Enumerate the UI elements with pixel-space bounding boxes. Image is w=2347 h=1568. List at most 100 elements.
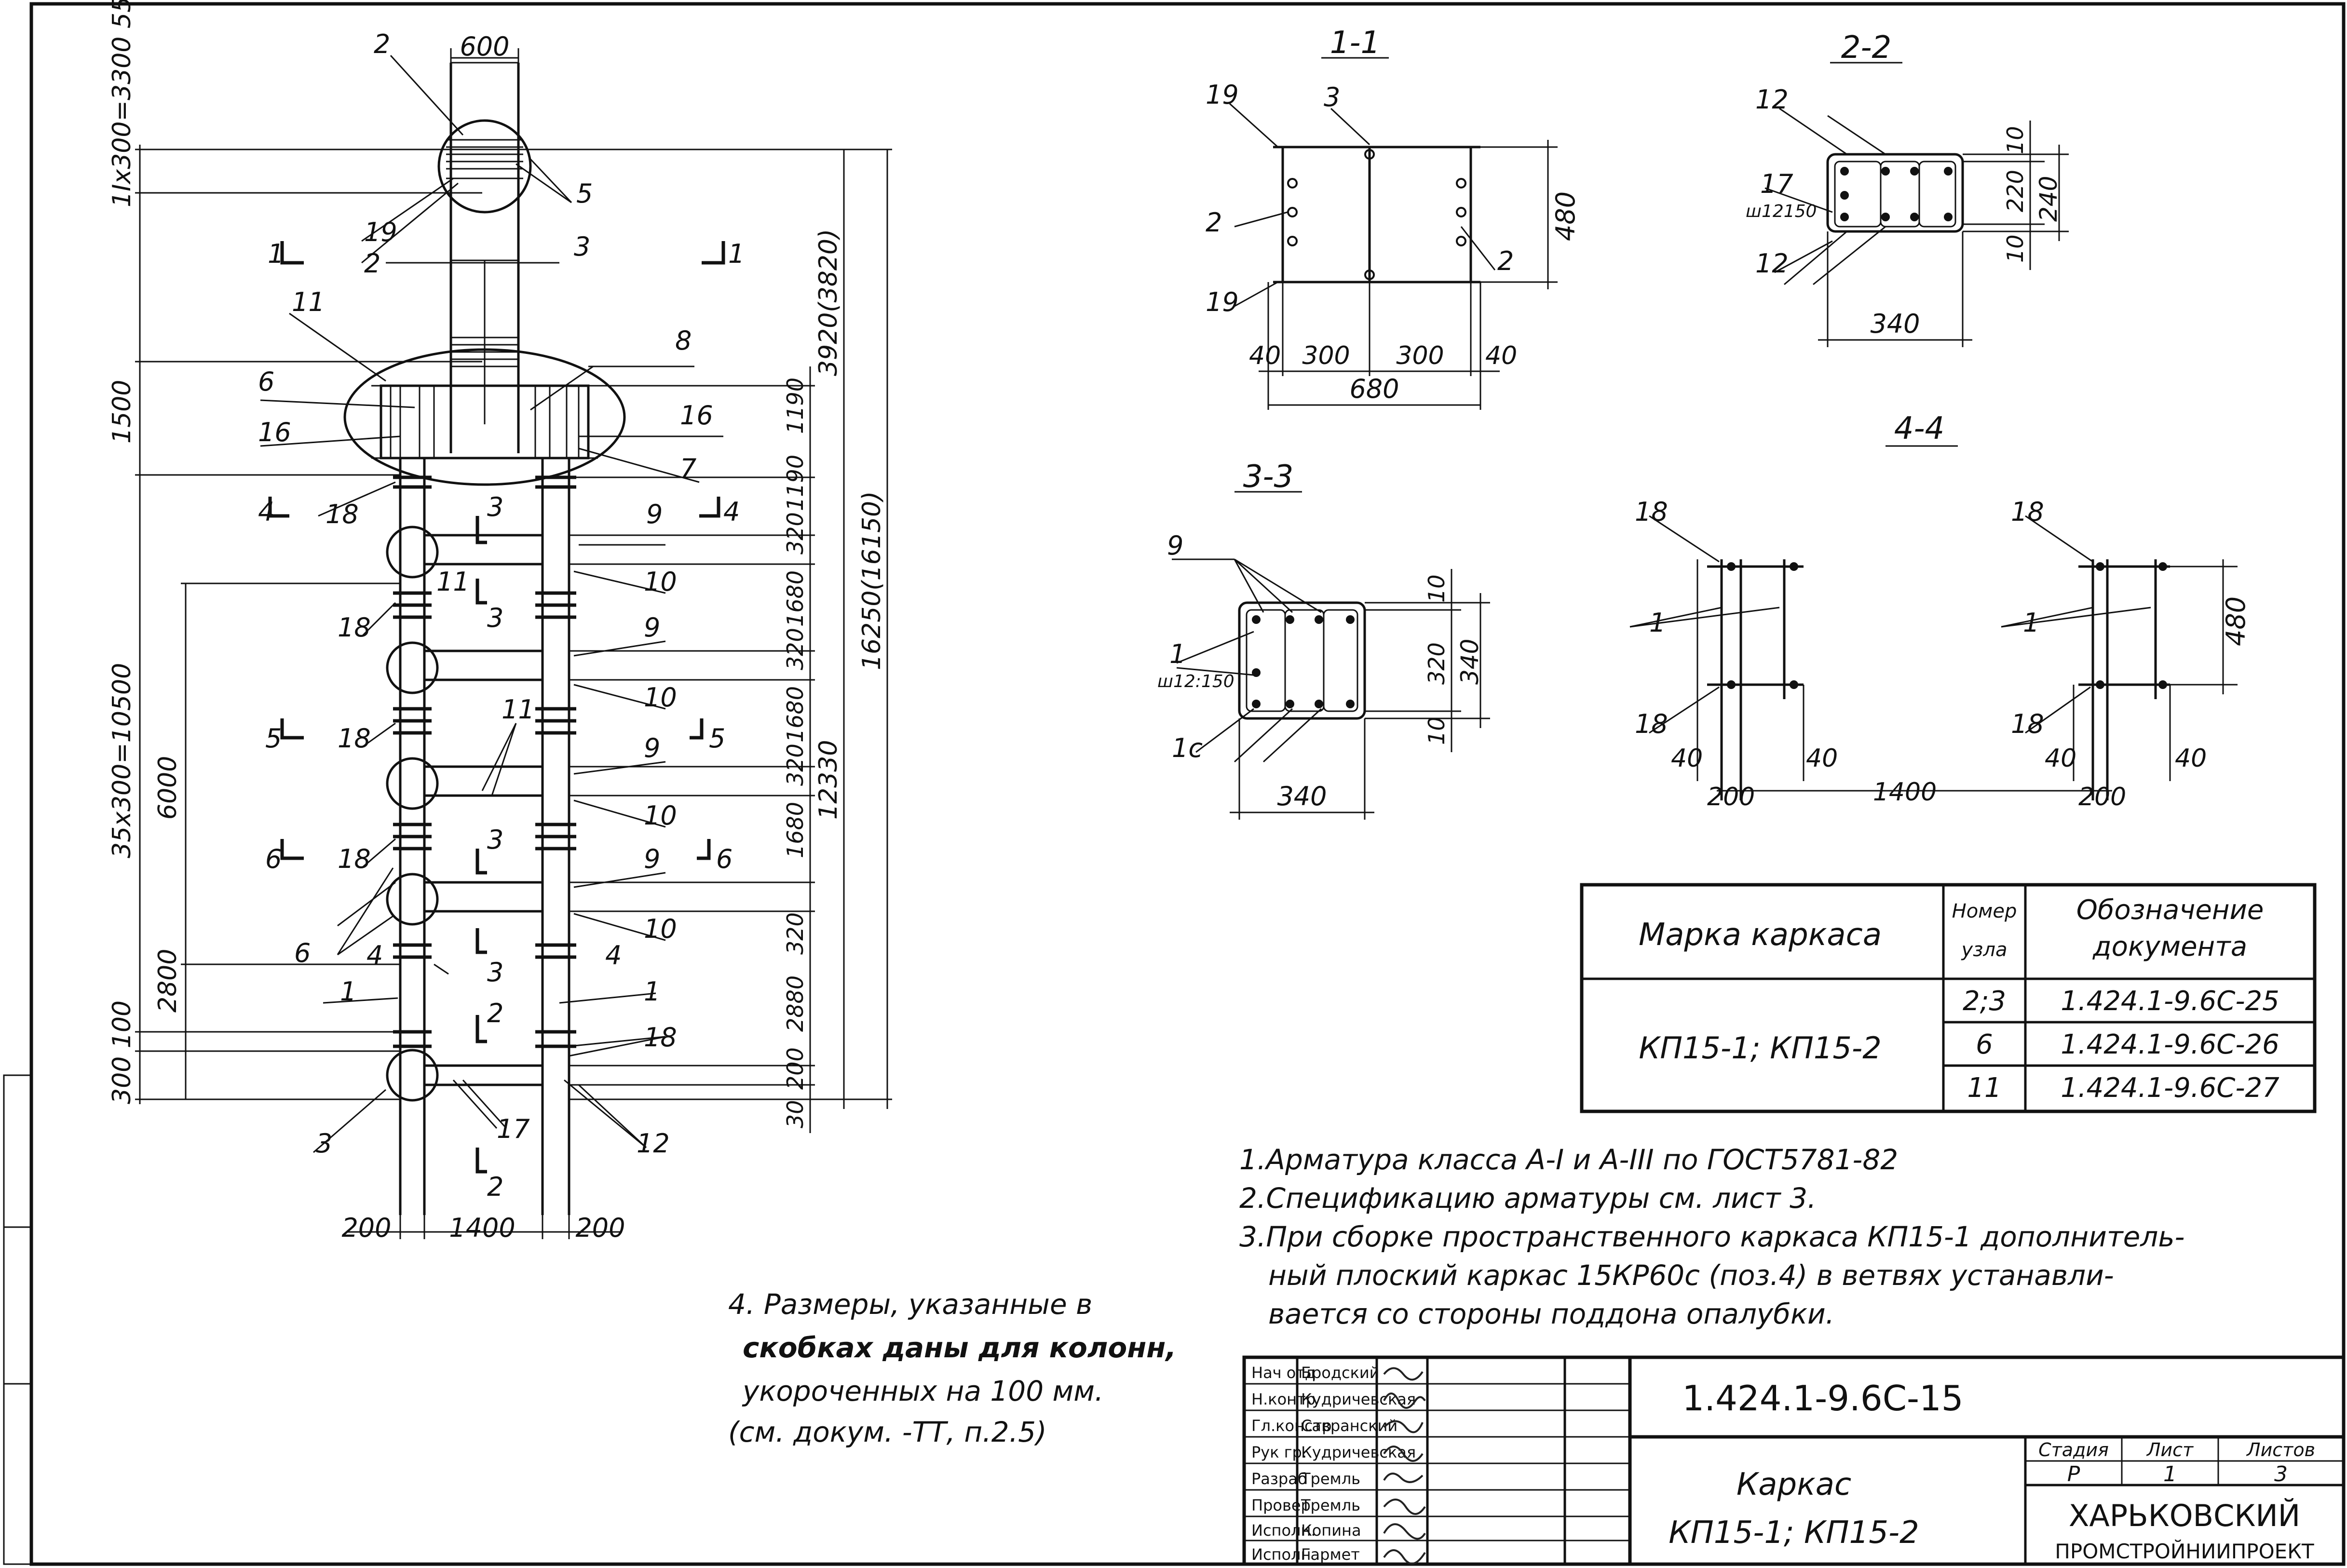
- pos-label: 19: [1206, 80, 1239, 110]
- table-mark-value: КП15-1; КП15-2: [1639, 1030, 1881, 1066]
- dim-span: 200: [1707, 783, 1755, 811]
- pos-label: 2: [364, 248, 380, 279]
- note-4: 4. Размеры, указанные в скобках даны для…: [728, 1288, 1176, 1448]
- pos-label: 1: [1169, 639, 1186, 669]
- note4-line: 4. Размеры, указанные в: [728, 1288, 1092, 1321]
- dim-bottom-right: 200: [575, 1213, 625, 1243]
- pos-label: 18: [644, 1022, 677, 1053]
- tb-role: Исполн.: [1251, 1521, 1316, 1540]
- pos-label: 2: [1497, 246, 1514, 276]
- tb-name: Савранский: [1301, 1417, 1397, 1435]
- pos-label: 9: [644, 733, 660, 763]
- dim-right-2: 320: [782, 512, 808, 554]
- tb-name: Тремль: [1301, 1470, 1360, 1488]
- tb-doc-code: 1.424.1-9.6С-15: [1682, 1378, 1963, 1419]
- dim-height: 480: [1550, 191, 1581, 241]
- dim-right-1: 1190: [782, 455, 808, 511]
- pos-label: 10: [644, 800, 677, 831]
- section-cut-label: 4: [258, 497, 274, 527]
- table-doc: 1.424.1-9.6С-26: [2061, 1029, 2279, 1060]
- tb-name: Гармет: [1301, 1545, 1360, 1564]
- tb-role: Н.контр: [1251, 1390, 1316, 1408]
- tb-role: Провер: [1251, 1496, 1311, 1514]
- section-cut-label: 3: [487, 492, 503, 522]
- dim-span: 200: [2078, 783, 2126, 811]
- pos-label: 2: [374, 29, 390, 59]
- dim-left-inner-1: 2800: [153, 949, 182, 1013]
- pos-label: 17: [497, 1114, 530, 1144]
- dim-right-overall-0: 3920(3820): [814, 229, 843, 376]
- pos-label: 10: [644, 682, 677, 713]
- dim: 10: [2002, 234, 2028, 263]
- section-cut-label: 3: [487, 957, 503, 987]
- pos-label: 1: [340, 976, 356, 1007]
- dim-right-0: 1190: [782, 378, 808, 434]
- dim: 300: [1302, 341, 1350, 370]
- pos-label: 16: [680, 400, 713, 431]
- section-title: 2-2: [1841, 30, 1892, 66]
- pos-label: 6: [258, 366, 274, 397]
- pos-label: 1: [2023, 608, 2039, 638]
- tb-role: Рук гр.: [1251, 1443, 1307, 1461]
- drawing-frame: [29, 2, 2346, 1566]
- pos-label-spacing: ш12150: [1746, 202, 1817, 221]
- pos-label: 3: [316, 1128, 332, 1159]
- table-header-doc: Обозначение документа: [2076, 894, 2264, 962]
- pos-label: 3: [574, 231, 590, 262]
- tb-org-line2: ПРОМСТРОЙНИИПРОЕКТ: [2055, 1539, 2314, 1563]
- pos-label: 12: [1755, 84, 1789, 115]
- note-line: вается со стороны поддона опалубки.: [1268, 1298, 1834, 1330]
- pos-label: 1: [644, 976, 660, 1007]
- section-title: 3-3: [1243, 459, 1294, 495]
- pos-label: 9: [644, 844, 660, 874]
- tb-stage-value: Р: [2067, 1462, 2080, 1487]
- dim-bottom-left: 200: [341, 1213, 391, 1243]
- pos-label: 16: [258, 417, 291, 447]
- dim-right-7: 1680: [782, 802, 808, 858]
- pos-label: 4: [605, 940, 622, 971]
- note4-line: скобках даны для колонн,: [743, 1331, 1176, 1364]
- section-title: 1-1: [1330, 25, 1381, 61]
- section-cut-label: 5: [709, 723, 725, 754]
- section-cut-label: 2: [487, 998, 503, 1028]
- dim-top-width: 600: [460, 31, 509, 62]
- section-cut-label: 3: [487, 603, 503, 633]
- dim: 40: [2175, 744, 2207, 773]
- section-1-1: 1-1 19 3 2 2 19 40 30: [1206, 25, 1581, 410]
- dim: 300: [1396, 341, 1444, 370]
- pos-label: 18: [338, 723, 371, 754]
- pos-label: 8: [675, 325, 692, 356]
- notes: 1.Арматура класса А-I и А-III по ГОСТ578…: [1239, 1143, 2184, 1330]
- dim: 220: [2002, 170, 2028, 212]
- dim-bottom-mid: 1400: [449, 1213, 515, 1243]
- table-header-mark: Марка каркаса: [1639, 917, 1882, 953]
- dim-overall: 680: [1349, 374, 1399, 404]
- section-title: 4-4: [1894, 411, 1945, 446]
- dim-right-9: 2880: [782, 975, 808, 1032]
- pos-label: 19: [364, 217, 397, 247]
- dim-left-2: 35x300=10500: [108, 663, 136, 858]
- pos-label: 9: [1167, 530, 1183, 561]
- dim: 10: [2002, 126, 2028, 154]
- dim: 40: [1485, 341, 1517, 370]
- section-cut-label: 3: [487, 825, 503, 855]
- dim-width: 340: [1870, 309, 1920, 339]
- tb-sheet-value: 1: [2163, 1462, 2177, 1487]
- pos-label: 9: [644, 612, 660, 643]
- tb-name: Бродский: [1301, 1364, 1379, 1382]
- section-2-2: 2-2 12 17 ш12150 12 10: [1746, 30, 2069, 347]
- pos-label-spacing: ш12:150: [1157, 672, 1235, 691]
- pos-label: 12: [1755, 248, 1789, 279]
- pos-label: 17: [1760, 169, 1793, 199]
- tb-name: Копина: [1301, 1521, 1361, 1540]
- pos-label: 18: [338, 844, 371, 874]
- section-4-4: 4-4: [1629, 411, 2251, 811]
- dim-right-3: 1680: [782, 570, 808, 627]
- section-3-3: 3-3 9 1 ш12:15: [1157, 459, 1490, 820]
- dim-height: 340: [1456, 639, 1484, 685]
- tb-name: Кудричевская: [1301, 1443, 1416, 1461]
- dim: 40: [2045, 744, 2076, 773]
- section-cut-label: 1: [728, 239, 745, 269]
- note4-line: укороченных на 100 мм.: [742, 1375, 1103, 1407]
